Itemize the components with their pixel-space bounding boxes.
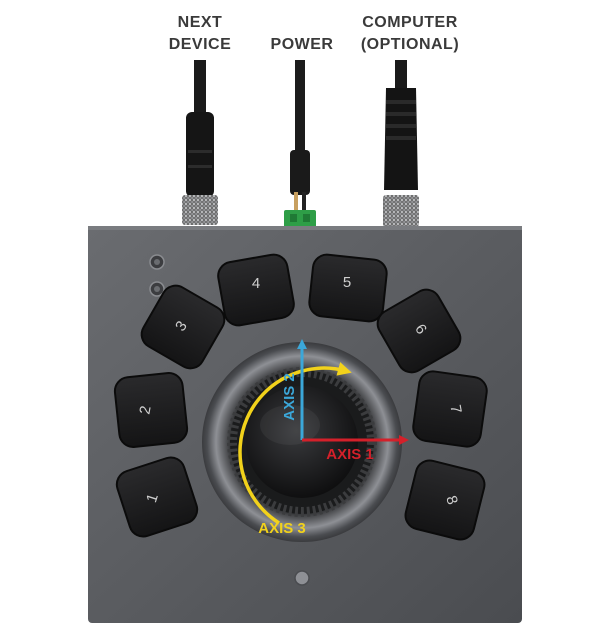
computer-label-line1: COMPUTER	[362, 14, 458, 31]
button-3[interactable]	[137, 281, 230, 374]
power-cable	[284, 60, 316, 228]
bottom-screw	[294, 570, 310, 586]
button-7-label: 7	[446, 404, 464, 415]
axis-2-label: AXIS 2	[281, 373, 298, 421]
power-connector	[284, 210, 316, 228]
button-5[interactable]	[308, 253, 388, 323]
status-led-1	[149, 254, 165, 270]
next-device-label-line1: NEXT	[177, 14, 223, 31]
status-led-2	[149, 281, 165, 297]
button-4[interactable]	[216, 252, 296, 327]
button-5-label: 5	[343, 274, 351, 291]
computer-cable	[383, 60, 419, 227]
button-1[interactable]	[113, 454, 201, 540]
computer-label: COMPUTER (OPTIONAL)	[345, 12, 475, 56]
power-label-text: POWER	[270, 36, 334, 53]
button-4-label: 4	[252, 275, 260, 292]
computer-label-line2: (OPTIONAL)	[360, 36, 460, 53]
button-2[interactable]	[113, 372, 189, 449]
puck-knob[interactable]	[202, 342, 402, 542]
axis-3-label: AXIS 3	[258, 520, 306, 537]
next-device-label: NEXT DEVICE	[150, 12, 250, 56]
next-device-cable	[182, 60, 218, 225]
button-2-label: 2	[136, 405, 154, 416]
power-label: POWER	[262, 34, 342, 56]
button-8[interactable]	[403, 458, 488, 543]
axis-1-label: AXIS 1	[326, 446, 374, 463]
next-device-label-line2: DEVICE	[168, 36, 232, 53]
axis-3-indicator	[238, 362, 352, 525]
button-6[interactable]	[373, 285, 466, 378]
button-7[interactable]	[411, 370, 488, 449]
